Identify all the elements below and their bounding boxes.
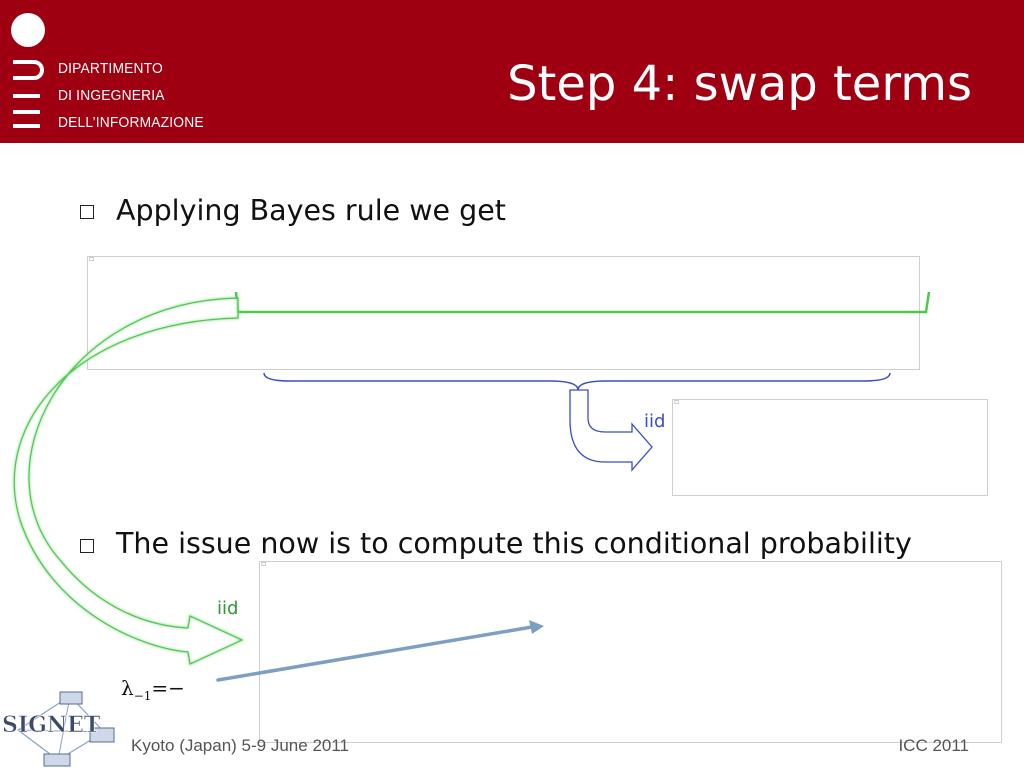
svg-text:SIGNET: SIGNET	[2, 712, 101, 738]
equation-box-2: ▫	[672, 397, 988, 496]
footer-location: Kyoto (Japan) 5-9 June 2011	[131, 736, 349, 755]
department-name: DIPARTIMENTO DI INGEGNERIA DELL’INFORMAZ…	[58, 55, 204, 136]
bullet-square-icon	[80, 539, 94, 553]
bullet-square-icon	[80, 205, 94, 219]
lambda-suffix: =−	[151, 676, 185, 700]
lambda-expression: λ−1=−	[121, 676, 185, 703]
bullet-text-1: Applying Bayes rule we get	[116, 194, 506, 227]
equation-box-1: ▫	[87, 254, 920, 370]
department-line-2: DI INGEGNERIA	[58, 87, 165, 104]
slide-header: DIPARTIMENTO DI INGEGNERIA DELL’INFORMAZ…	[0, 0, 1024, 143]
slide-title: Step 4: swap terms	[507, 56, 972, 112]
bullet-text-2: The issue now is to compute this conditi…	[116, 527, 912, 560]
equation-box-3: ▫	[259, 559, 1002, 743]
blue-bent-arrow-icon	[569, 389, 653, 472]
iid-label-blue: iid	[644, 411, 666, 432]
blue-curly-brace	[263, 372, 891, 391]
footer-conference: ICC 2011	[898, 736, 969, 755]
lambda-symbol: λ	[121, 676, 134, 700]
department-line-1: DIPARTIMENTO	[58, 60, 163, 77]
department-line-3: DELL’INFORMAZIONE	[58, 114, 204, 131]
iid-label-green: iid	[217, 598, 239, 619]
dei-logo-icon	[11, 13, 45, 128]
lambda-subscript: −1	[133, 689, 152, 703]
signet-logo-icon: SIGNET	[2, 691, 115, 767]
